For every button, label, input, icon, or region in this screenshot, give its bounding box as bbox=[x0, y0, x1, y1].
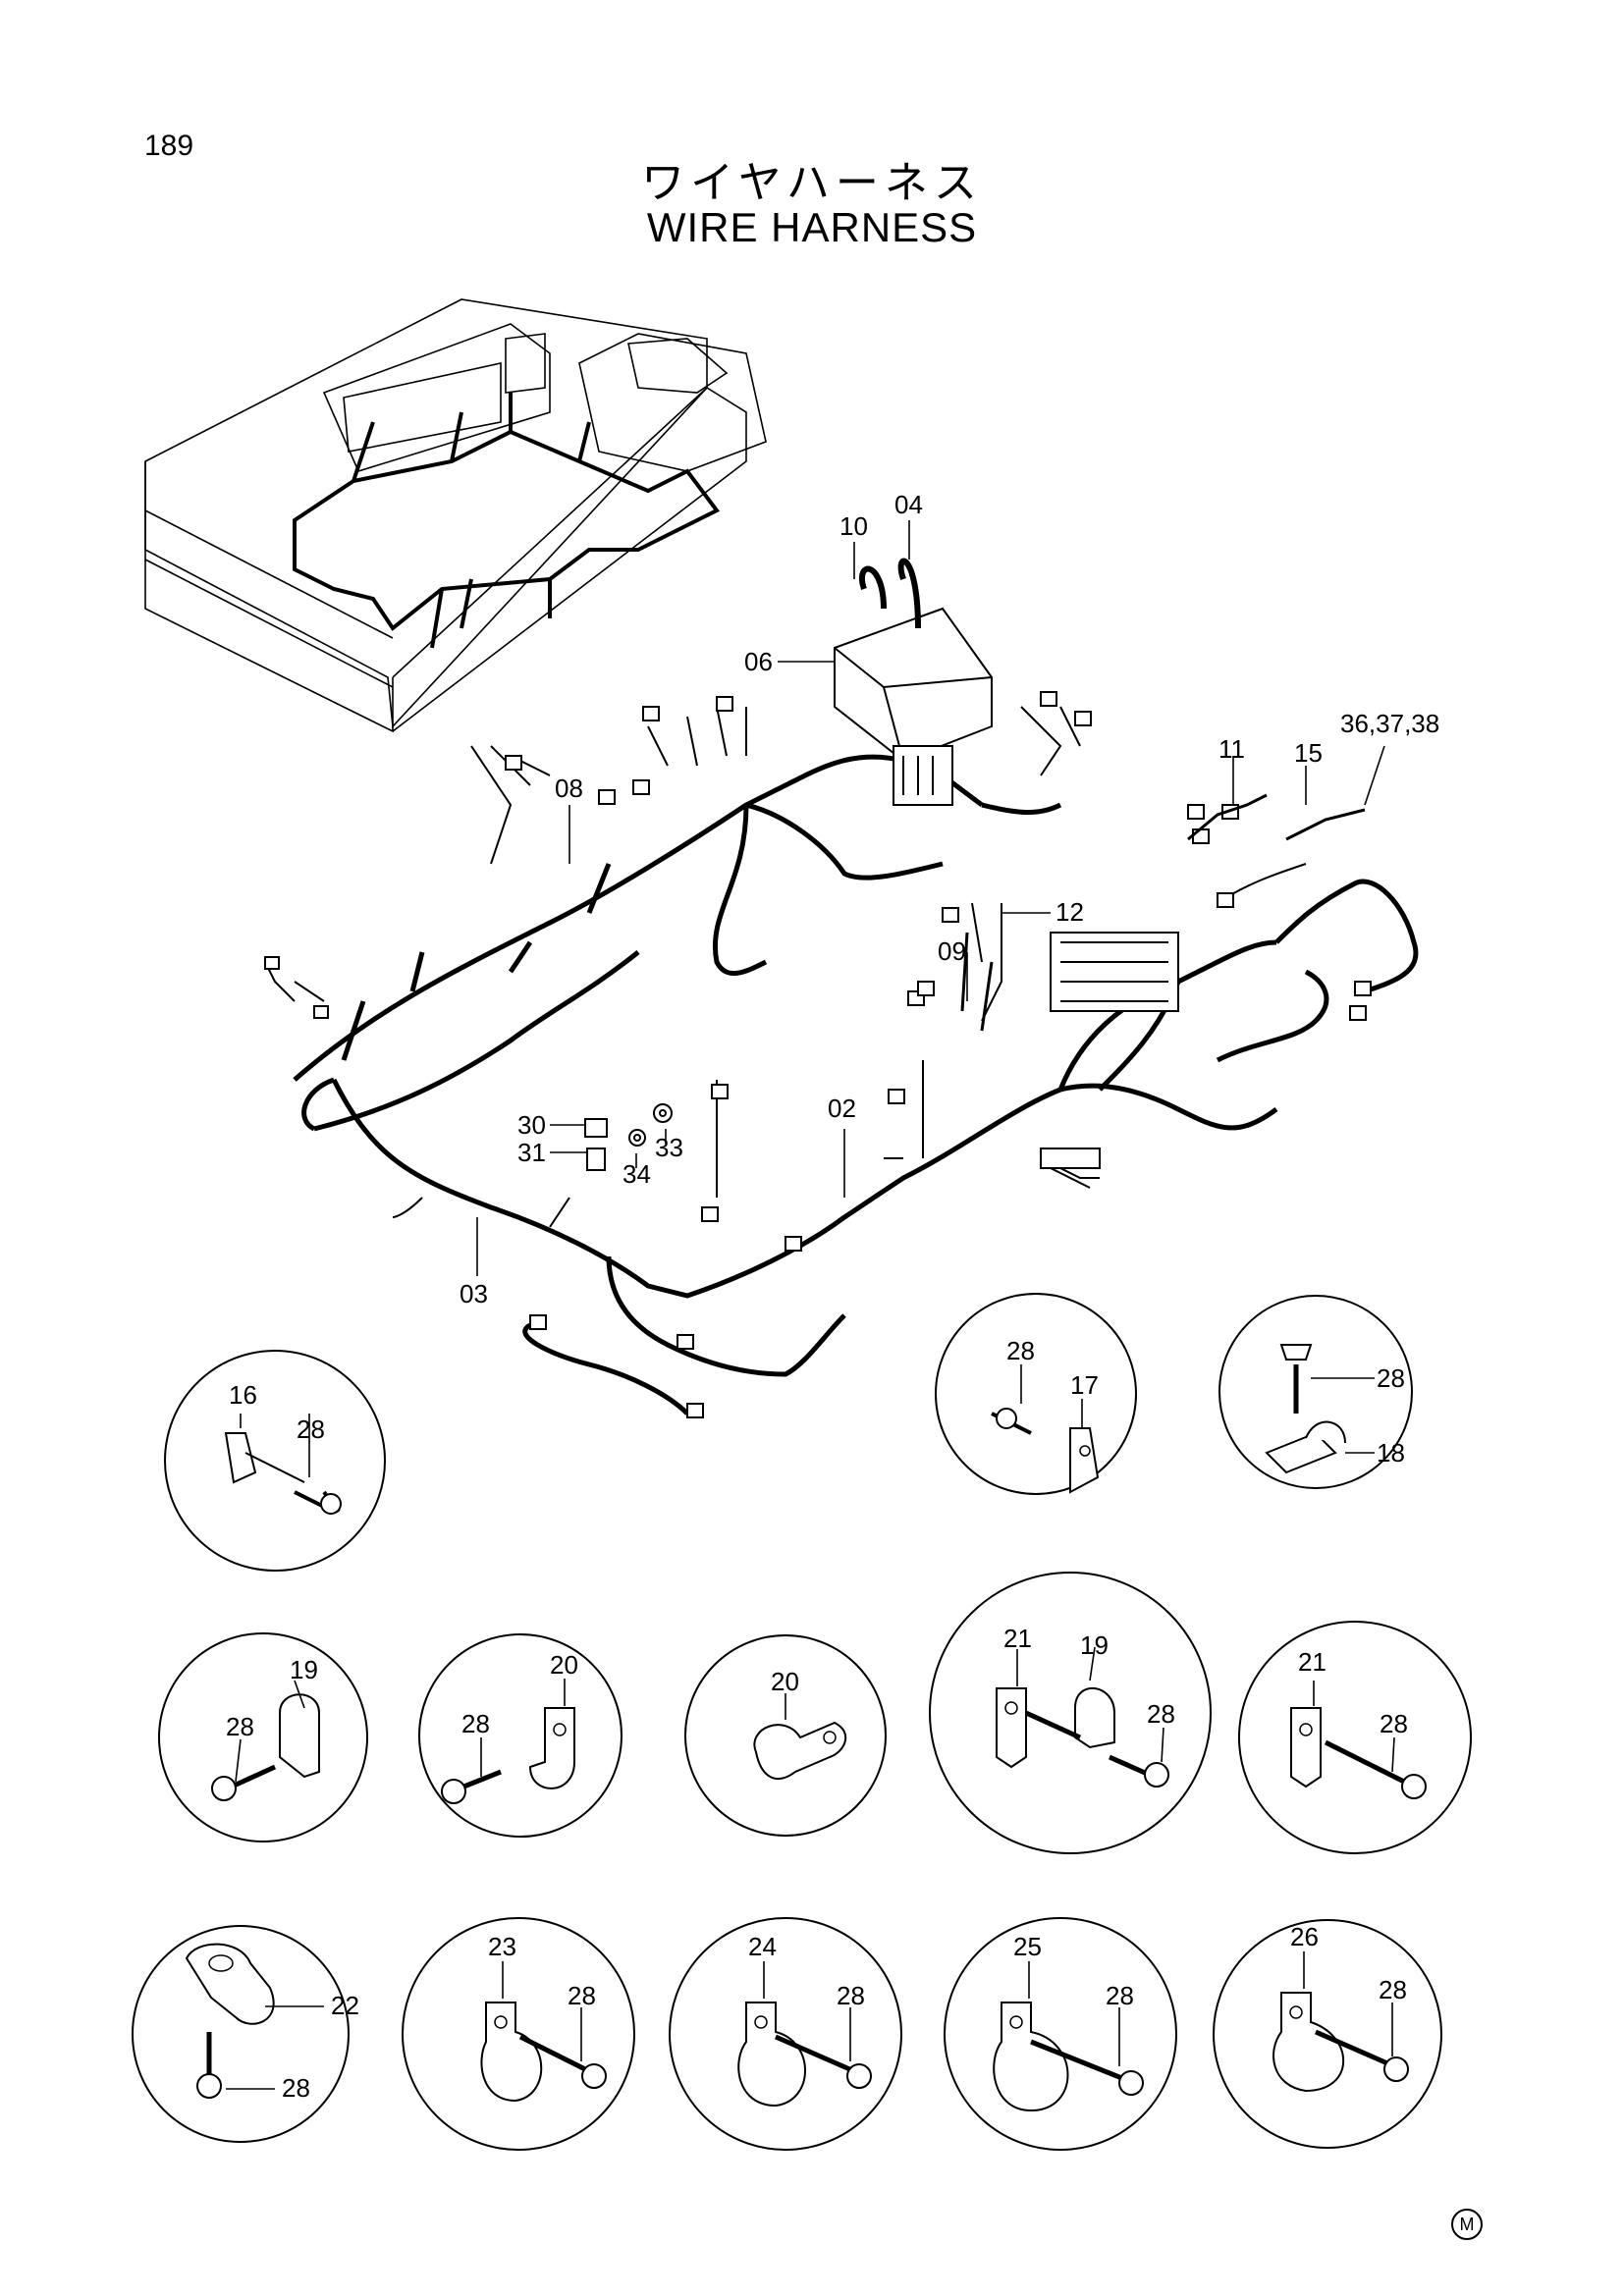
detail-13-label-b: 28 bbox=[1379, 1975, 1407, 2004]
detail-12-label-a: 25 bbox=[1013, 1932, 1042, 1961]
detail-9-label-a: 22 bbox=[331, 1991, 359, 2020]
detail-5-label-b: 28 bbox=[461, 1709, 490, 1738]
page-number: 189 bbox=[144, 130, 194, 162]
detail-13-label-a: 26 bbox=[1290, 1922, 1319, 1951]
detail-circle-9: 22 28 bbox=[132, 1925, 359, 2143]
title-english: WIRE HARNESS bbox=[646, 204, 978, 250]
detail-3-label-b: 18 bbox=[1377, 1438, 1405, 1468]
detail-4-label-b: 28 bbox=[226, 1712, 254, 1741]
callout-31: 31 bbox=[517, 1138, 546, 1167]
callout-36-37-38: 36,37,38 bbox=[1340, 709, 1439, 738]
callout-labels: 10 04 06 08 11 15 36,37,38 12 09 02 03 3… bbox=[460, 490, 1439, 1308]
detail-circle-5: 20 28 bbox=[418, 1633, 623, 1838]
callout-04: 04 bbox=[894, 490, 923, 519]
callout-03: 03 bbox=[460, 1279, 488, 1308]
machine-harness bbox=[293, 393, 721, 649]
detail-2-label-b: 17 bbox=[1070, 1370, 1099, 1400]
detail-7-label-b: 19 bbox=[1080, 1630, 1109, 1660]
detail-9-label-b: 28 bbox=[282, 2073, 310, 2103]
detail-circle-10: 23 28 bbox=[402, 1917, 635, 2151]
detail-circle-2: 28 17 bbox=[935, 1293, 1137, 1495]
callout-15: 15 bbox=[1294, 738, 1323, 768]
callout-11: 11 bbox=[1218, 734, 1245, 764]
detail-2-label-a: 28 bbox=[1006, 1336, 1035, 1365]
detail-circle-11: 24 28 bbox=[669, 1917, 902, 2151]
detail-8-label-a: 21 bbox=[1298, 1647, 1326, 1677]
detail-11-label-a: 24 bbox=[748, 1932, 777, 1961]
battery-box bbox=[834, 558, 993, 763]
detail-circle-4: 19 28 bbox=[158, 1632, 368, 1842]
detail-6-label-a: 20 bbox=[771, 1667, 799, 1696]
connectors bbox=[264, 691, 1372, 1418]
callout-09: 09 bbox=[938, 936, 966, 966]
loose-wires bbox=[960, 793, 1366, 1032]
relay-block bbox=[893, 745, 1179, 1169]
detail-10-label-a: 23 bbox=[488, 1932, 516, 1961]
detail-circle-13: 26 28 bbox=[1213, 1919, 1442, 2149]
small-parts bbox=[584, 1103, 673, 1171]
callout-33: 33 bbox=[655, 1133, 683, 1162]
corner-mark: M bbox=[1451, 2209, 1483, 2240]
detail-5-label-a: 20 bbox=[550, 1650, 578, 1680]
detail-circle-12: 25 28 bbox=[944, 1917, 1177, 2151]
callout-08: 08 bbox=[555, 774, 583, 803]
detail-11-label-b: 28 bbox=[837, 1981, 865, 2010]
detail-circle-7: 21 19 28 bbox=[929, 1572, 1212, 1854]
callout-30: 30 bbox=[517, 1110, 546, 1140]
main-harness bbox=[293, 754, 1419, 1415]
callout-34: 34 bbox=[623, 1159, 651, 1189]
detail-3-label-a: 28 bbox=[1377, 1363, 1405, 1393]
leader-lines bbox=[476, 520, 1385, 1276]
machine-outline bbox=[144, 298, 767, 733]
detail-4-label-a: 19 bbox=[290, 1655, 318, 1684]
callout-12: 12 bbox=[1056, 897, 1084, 927]
callout-10: 10 bbox=[839, 511, 868, 541]
detail-12-label-b: 28 bbox=[1106, 1981, 1134, 2010]
detail-8-label-b: 28 bbox=[1380, 1709, 1408, 1738]
detail-10-label-b: 28 bbox=[568, 1981, 596, 2010]
callout-06: 06 bbox=[744, 647, 773, 676]
detail-1-label-a: 16 bbox=[229, 1380, 257, 1410]
detail-circle-3: 28 18 bbox=[1218, 1295, 1413, 1489]
detail-7-label-a: 21 bbox=[1003, 1624, 1032, 1653]
detail-circle-6: 20 bbox=[684, 1634, 887, 1837]
title-japanese: ワイヤハーネス bbox=[641, 158, 983, 208]
detail-circle-1: 16 28 bbox=[164, 1350, 386, 1572]
detail-7-label-c: 28 bbox=[1147, 1699, 1175, 1729]
detail-circle-8: 21 28 bbox=[1238, 1621, 1472, 1854]
detail-1-label-b: 28 bbox=[297, 1415, 325, 1444]
callout-02: 02 bbox=[828, 1094, 856, 1123]
